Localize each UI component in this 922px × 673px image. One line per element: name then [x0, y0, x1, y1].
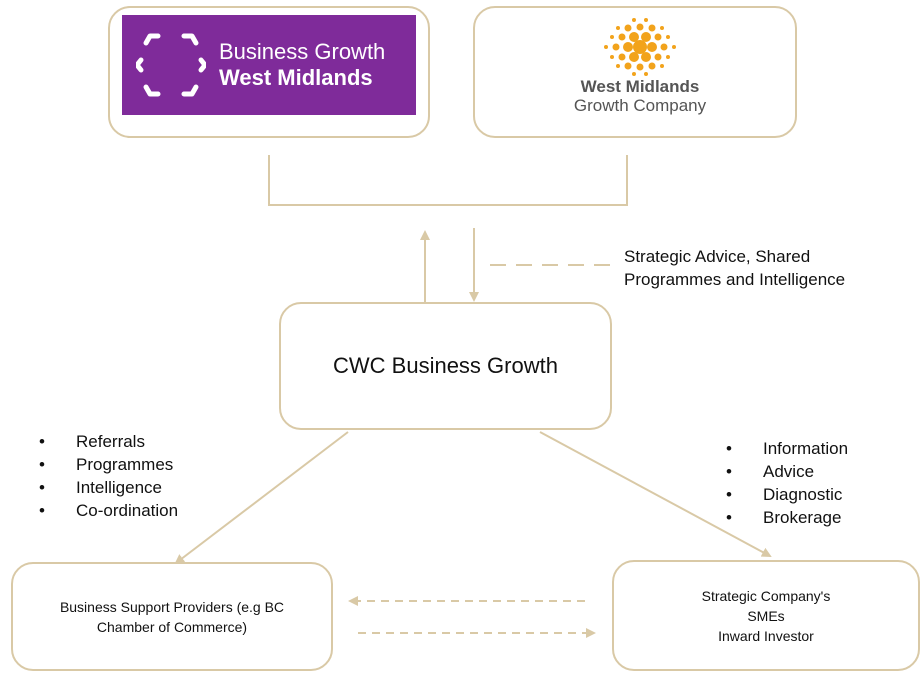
bgwm-logo: Business Growth West Midlands [122, 15, 416, 115]
left-flow-list: Referrals Programmes Intelligence Co-ord… [39, 430, 178, 522]
top-bracket-line [268, 155, 628, 206]
strategic-companies-line3: Inward Investor [718, 627, 814, 644]
wmgc-sunburst-icon [604, 18, 676, 76]
right-flow-item: Information [726, 437, 848, 460]
arrow-to-support-providers [174, 431, 349, 565]
bgwm-logo-line2: West Midlands [219, 65, 373, 90]
right-flow-item: Diagnostic [726, 483, 848, 506]
bgwm-arrows-icon [136, 33, 206, 97]
cwc-business-growth-label: CWC Business Growth [333, 353, 558, 378]
cwc-business-growth-node: CWC Business Growth [279, 302, 612, 430]
wmgc-logo-line1: West Midlands [580, 77, 700, 96]
left-flow-item: Referrals [39, 430, 178, 453]
arrow-to-strategic-companies [539, 431, 772, 557]
left-flow-item: Intelligence [39, 476, 178, 499]
wmgc-logo-box [473, 6, 797, 138]
strategic-companies-line2: SMEs [747, 607, 785, 624]
left-flow-item: Programmes [39, 453, 178, 476]
wmgc-logo-line2: Growth Company [573, 96, 707, 115]
left-flow-item: Co-ordination [39, 499, 178, 522]
right-flow-list: Information Advice Diagnostic Brokerage [726, 437, 848, 529]
right-flow-item: Brokerage [726, 506, 848, 529]
strategic-companies-node: Strategic Company's SMEs Inward Investor [612, 560, 920, 671]
right-flow-item: Advice [726, 460, 848, 483]
strategic-companies-line1: Strategic Company's [701, 587, 831, 604]
strategic-advice-line2: Programmes and Intelligence [624, 270, 846, 289]
business-support-providers-line1: Business Support Providers (e.g BC [59, 598, 285, 615]
strategic-advice-line1: Strategic Advice, Shared [624, 247, 811, 266]
bgwm-logo-line1: Business Growth [219, 39, 386, 64]
business-support-providers-node: Business Support Providers (e.g BC Chamb… [11, 562, 333, 671]
strategic-advice-label: Strategic Advice, Shared Programmes and … [624, 245, 845, 291]
business-support-providers-line2: Chamber of Commerce) [96, 618, 248, 635]
